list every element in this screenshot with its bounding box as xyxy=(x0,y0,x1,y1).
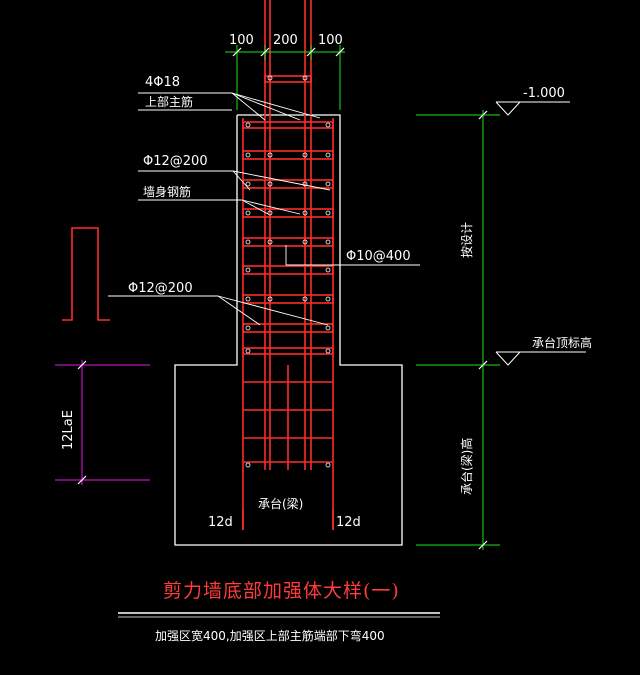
label-wall-rebar: 墙身钢筋 xyxy=(143,184,191,199)
rebar-dots xyxy=(245,75,331,468)
label-main-bars-name: 上部主筋 xyxy=(145,94,193,109)
label-anchorage-length: 12LaE xyxy=(61,410,76,450)
label-cap-top-elevation: 承台顶标高 xyxy=(532,335,592,350)
anchorage-dimension-ticks xyxy=(77,360,87,485)
top-dimension-ticks xyxy=(232,47,345,57)
label-cap-center: 承台(梁) xyxy=(258,496,303,511)
title-underline xyxy=(118,612,440,618)
label-stirrup-spec-1: Φ12@200 xyxy=(143,154,208,169)
top-dimension-line xyxy=(225,45,345,110)
drawing-title: 剪力墙底部加强体大样(一) xyxy=(163,580,400,602)
rebar-group xyxy=(242,0,334,530)
label-main-bars-count: 4Φ18 xyxy=(145,75,180,90)
elevation-dimension xyxy=(416,110,500,550)
label-hook-left: 12d xyxy=(208,515,233,530)
bottom-hooks xyxy=(242,510,334,530)
elevation-dimension-ticks xyxy=(478,110,488,550)
leader-lines xyxy=(108,92,420,326)
label-stirrup-spec-2: Φ12@200 xyxy=(128,281,193,296)
label-cap-height: 承台(梁)高 xyxy=(459,438,474,495)
dim-right-100: 100 xyxy=(318,33,343,48)
drawing-note: 加强区宽400,加强区上部主筋端部下弯400 xyxy=(155,628,385,643)
label-hook-right: 12d xyxy=(336,515,361,530)
elevation-marker-top xyxy=(495,101,570,116)
elevation-marker-cap xyxy=(495,351,586,366)
label-tie-spec: Φ10@400 xyxy=(346,249,411,264)
dim-mid-200: 200 xyxy=(273,33,298,48)
anchorage-dimension xyxy=(55,360,150,485)
label-elevation-top: -1.000 xyxy=(523,86,565,101)
adjacent-column-outline xyxy=(62,227,110,321)
concrete-outline xyxy=(174,114,403,546)
dim-left-100: 100 xyxy=(229,33,254,48)
label-per-design: 按设计 xyxy=(460,222,474,258)
